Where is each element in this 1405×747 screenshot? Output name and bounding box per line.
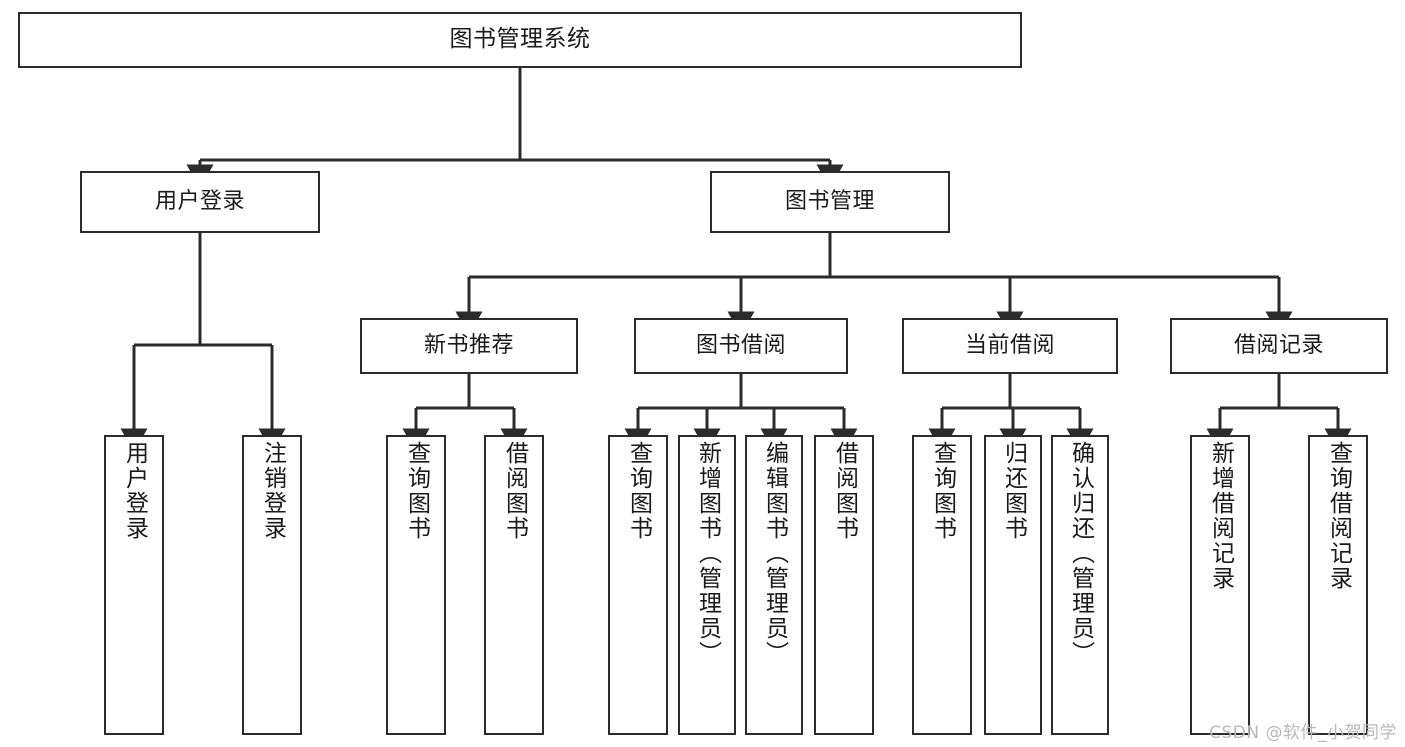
node-user-login[interactable]: 用户登录 bbox=[80, 171, 320, 233]
node-book-borrow[interactable]: 图书借阅 bbox=[634, 318, 848, 374]
node-leaf-confirm-return[interactable]: 确认归还（管理员） bbox=[1051, 435, 1109, 735]
node-label: 图书管理系统 bbox=[449, 26, 591, 53]
node-label: 用户登录 bbox=[154, 188, 245, 214]
node-leaf-query-book-cur[interactable]: 查询图书 bbox=[912, 435, 972, 735]
csdn-watermark: CSDN @软件_小贺同学 bbox=[1209, 723, 1397, 743]
node-leaf-add-book[interactable]: 新增图书（管理员） bbox=[678, 435, 736, 735]
node-book-manage[interactable]: 图书管理 bbox=[710, 171, 950, 233]
node-leaf-query-record[interactable]: 查询借阅记录 bbox=[1308, 435, 1368, 735]
node-label: 归还图书 bbox=[1000, 441, 1027, 541]
node-label: 图书借阅 bbox=[695, 332, 786, 358]
node-borrow-record[interactable]: 借阅记录 bbox=[1170, 318, 1388, 374]
node-label: 图书管理 bbox=[784, 188, 875, 214]
node-label: 查询图书 bbox=[929, 441, 956, 541]
node-leaf-edit-book[interactable]: 编辑图书（管理员） bbox=[745, 435, 803, 735]
node-label: 确认归还（管理员） bbox=[1067, 441, 1094, 666]
node-leaf-user-login[interactable]: 用户登录 bbox=[104, 435, 164, 735]
node-label: 查询图书 bbox=[403, 441, 430, 541]
node-label: 查询图书 bbox=[625, 441, 652, 541]
node-label: 借阅图书 bbox=[501, 441, 528, 541]
node-label: 用户登录 bbox=[121, 441, 148, 541]
node-label: 当前借阅 bbox=[964, 332, 1055, 358]
node-leaf-borrow-book-bor[interactable]: 借阅图书 bbox=[814, 435, 874, 735]
node-leaf-query-book-bor[interactable]: 查询图书 bbox=[608, 435, 668, 735]
node-current-borrow[interactable]: 当前借阅 bbox=[902, 318, 1118, 374]
node-new-book-rec[interactable]: 新书推荐 bbox=[360, 318, 578, 374]
node-label: 新增借阅记录 bbox=[1207, 441, 1234, 591]
node-label: 新书推荐 bbox=[423, 332, 514, 358]
node-leaf-add-record[interactable]: 新增借阅记录 bbox=[1190, 435, 1250, 735]
node-label: 注销登录 bbox=[259, 441, 286, 541]
node-label: 新增图书（管理员） bbox=[694, 441, 721, 666]
node-leaf-borrow-book-rec[interactable]: 借阅图书 bbox=[484, 435, 544, 735]
node-label: 借阅记录 bbox=[1233, 332, 1324, 358]
node-root[interactable]: 图书管理系统 bbox=[18, 12, 1022, 68]
node-label: 编辑图书（管理员） bbox=[761, 441, 788, 666]
node-label: 查询借阅记录 bbox=[1325, 441, 1352, 591]
node-label: 借阅图书 bbox=[831, 441, 858, 541]
node-leaf-user-logout[interactable]: 注销登录 bbox=[242, 435, 302, 735]
node-leaf-return-book[interactable]: 归还图书 bbox=[984, 435, 1042, 735]
node-leaf-query-book-rec[interactable]: 查询图书 bbox=[386, 435, 446, 735]
